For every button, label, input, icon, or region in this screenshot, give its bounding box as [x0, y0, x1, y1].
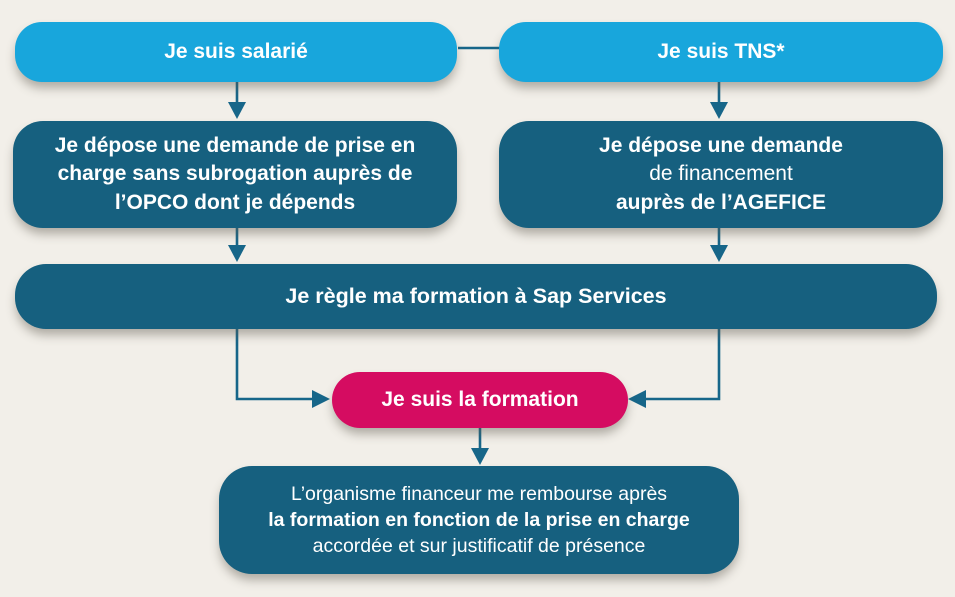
node-remboursement: L’organisme financeur me rembourse après…	[219, 466, 739, 574]
node-label: Je suis TNS*	[657, 39, 785, 63]
arrow-tns-agefice	[710, 82, 728, 119]
node-je-suis-la-formation: Je suis la formation	[332, 372, 628, 428]
node-label: Je règle ma formation à Sap Services	[285, 284, 667, 309]
node-line: auprès de l’AGEFICE	[615, 190, 827, 214]
node-line: Je dépose une demande de prise en	[54, 134, 416, 158]
node-label: Je suis la formation	[381, 387, 579, 411]
node-label: Je suis salarié	[164, 39, 308, 63]
node-line: charge sans subrogation auprès de	[57, 162, 413, 186]
node-line: Je dépose une demande	[599, 134, 843, 158]
node-line: accordée et sur justificatif de présence	[312, 535, 646, 558]
arrow-opco-regle	[228, 228, 246, 262]
node-je-suis-tns: Je suis TNS*	[499, 22, 943, 82]
arrow-agefice-regle	[710, 228, 728, 262]
node-line: la formation en fonction de la prise en …	[268, 508, 690, 531]
arrow-salarie-opco	[228, 82, 246, 119]
node-line: L’organisme financeur me rembourse après	[290, 482, 668, 505]
arrow-formation-rembourse	[471, 428, 489, 465]
connector-regle-formation-right	[628, 329, 721, 408]
node-line: l’OPCO dont je dépends	[114, 190, 356, 214]
connector-regle-formation-left	[235, 329, 330, 408]
node-line: de financement	[649, 162, 793, 186]
node-je-suis-salarie: Je suis salarié	[15, 22, 457, 82]
node-demande-opco: Je dépose une demande de prise en charge…	[13, 121, 457, 228]
node-regle-formation: Je règle ma formation à Sap Services	[15, 264, 937, 329]
node-demande-agefice: Je dépose une demande de financement aup…	[499, 121, 943, 228]
